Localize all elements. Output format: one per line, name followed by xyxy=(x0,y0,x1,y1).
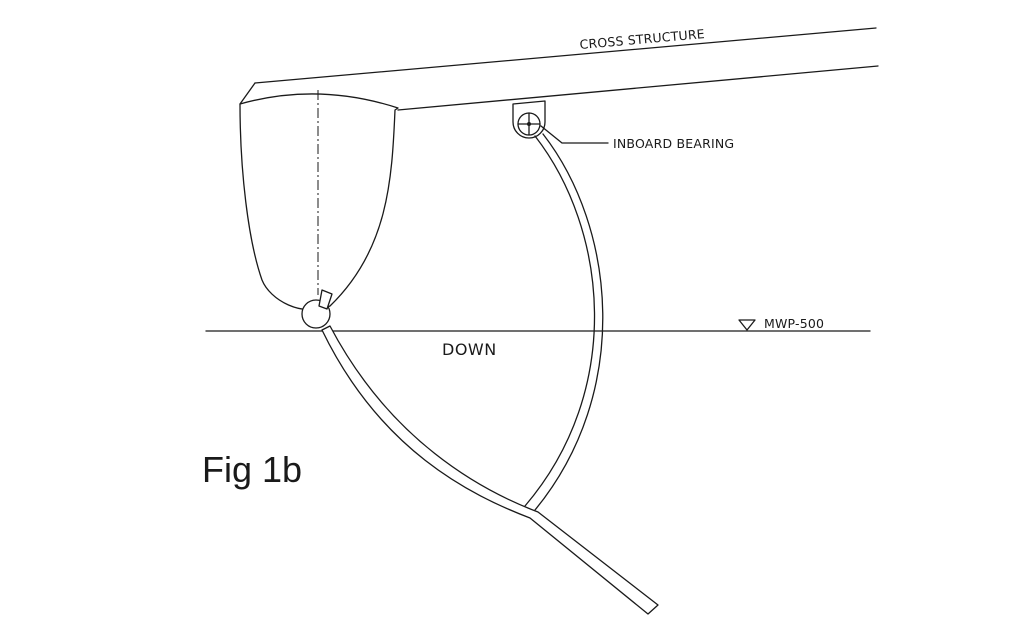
inboard-bearing-label: INBOARD BEARING xyxy=(613,136,734,151)
float-hinge xyxy=(301,289,333,329)
down-label: DOWN xyxy=(442,340,497,359)
water-line xyxy=(205,319,871,332)
inboard-bearing-leader xyxy=(540,125,609,144)
figure-title: Fig 1b xyxy=(202,449,302,490)
float-hull xyxy=(239,90,399,311)
curved-strut xyxy=(524,133,604,511)
water-level-label: MWP-500 xyxy=(764,316,824,331)
cross-structure-beam xyxy=(239,27,879,111)
inboard-bearing-bracket xyxy=(512,100,546,139)
pivot-arm xyxy=(321,325,659,615)
